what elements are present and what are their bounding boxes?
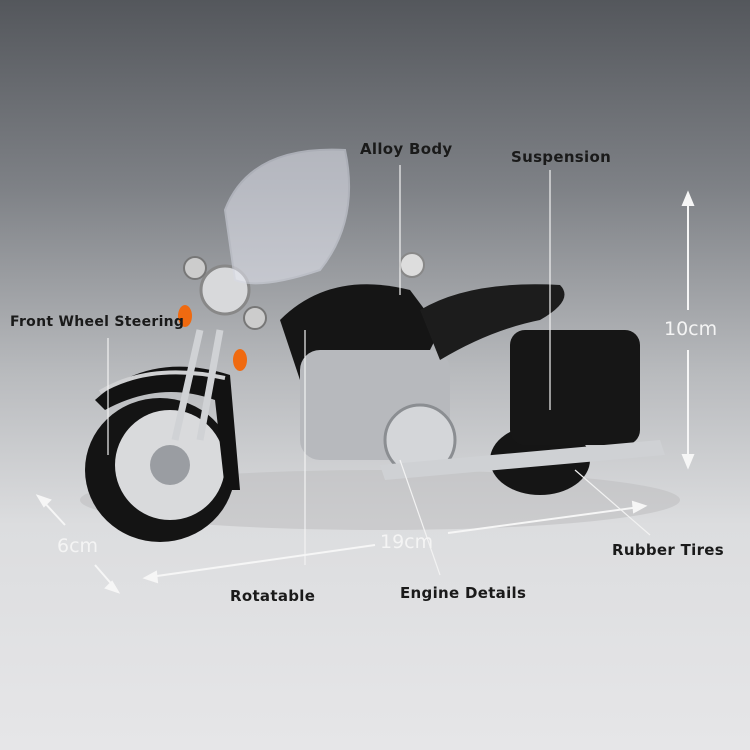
callout-alloy-body: Alloy Body [360,140,453,158]
turn-signal [178,305,192,327]
callout-engine-details: Engine Details [400,584,527,602]
exhaust [380,440,665,480]
front-fender [95,366,240,490]
callout-front-wheel-steering: Front Wheel Steering [10,314,185,330]
dimension-height: 10cm [664,318,718,340]
callout-suspension: Suspension [511,148,612,166]
windshield [223,148,351,285]
dimension-width: 6cm [57,535,99,557]
callout-rotatable: Rotatable [230,587,316,605]
dimension-length: 19cm [380,531,434,553]
seat [420,284,565,360]
callout-rubber-tires: Rubber Tires [612,541,724,559]
dimension-arrows [35,190,695,594]
callout-lines [107,165,651,576]
saddlebag [510,330,640,445]
